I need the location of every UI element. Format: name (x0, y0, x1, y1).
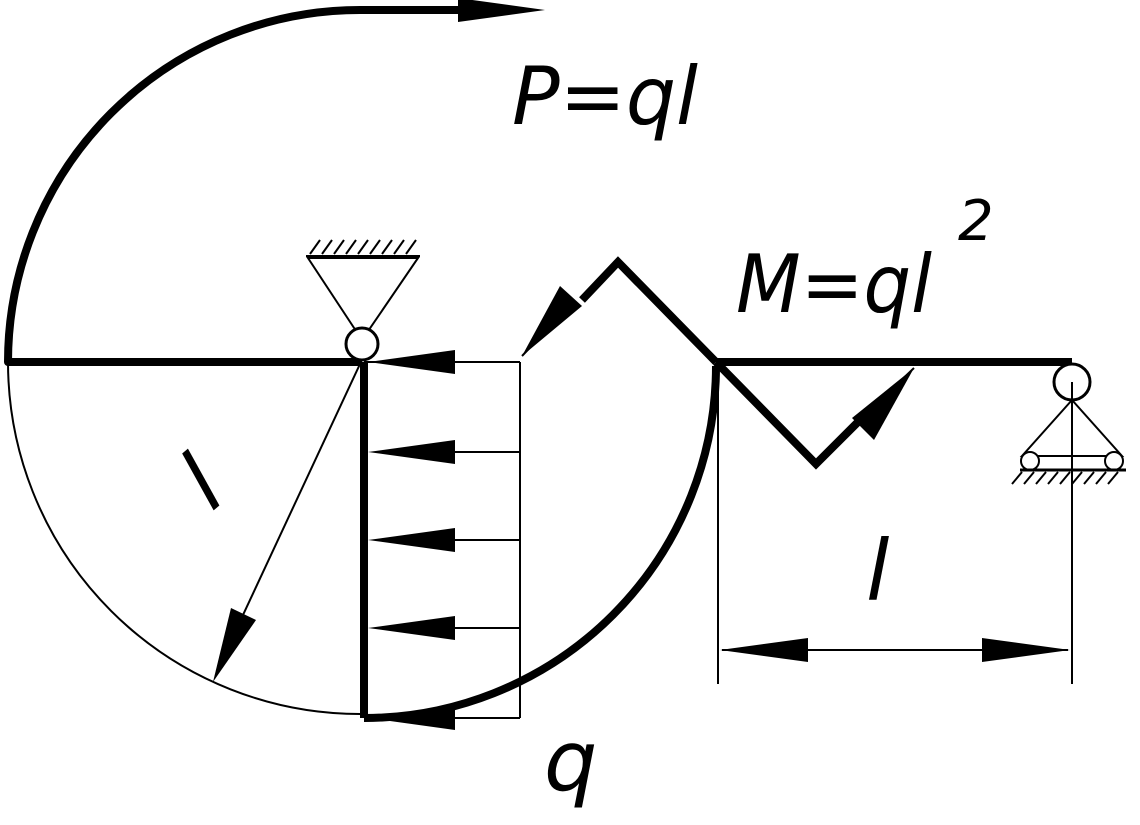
roller-support (1011, 362, 1126, 684)
span-label: l (866, 522, 889, 620)
curved-member-upper-arc (4, 5, 474, 366)
radius-label: l (161, 437, 242, 527)
distributed-load-q (364, 350, 521, 730)
moment-exponent-label: 2 (958, 189, 994, 254)
pin-support (306, 239, 420, 362)
radius-circle-lower-left (7, 361, 361, 715)
radius-dimension-line (221, 363, 361, 661)
force-p-arrowhead (458, 0, 545, 22)
moment-label: M=ql (736, 238, 932, 331)
radius-arrowhead (213, 608, 256, 682)
distributed-load-label: q (544, 712, 597, 810)
moment-m-symbol (521, 256, 915, 470)
curved-member-lower-arc (363, 365, 720, 722)
force-label: P=ql (512, 50, 698, 143)
span-dimension (717, 366, 1070, 684)
